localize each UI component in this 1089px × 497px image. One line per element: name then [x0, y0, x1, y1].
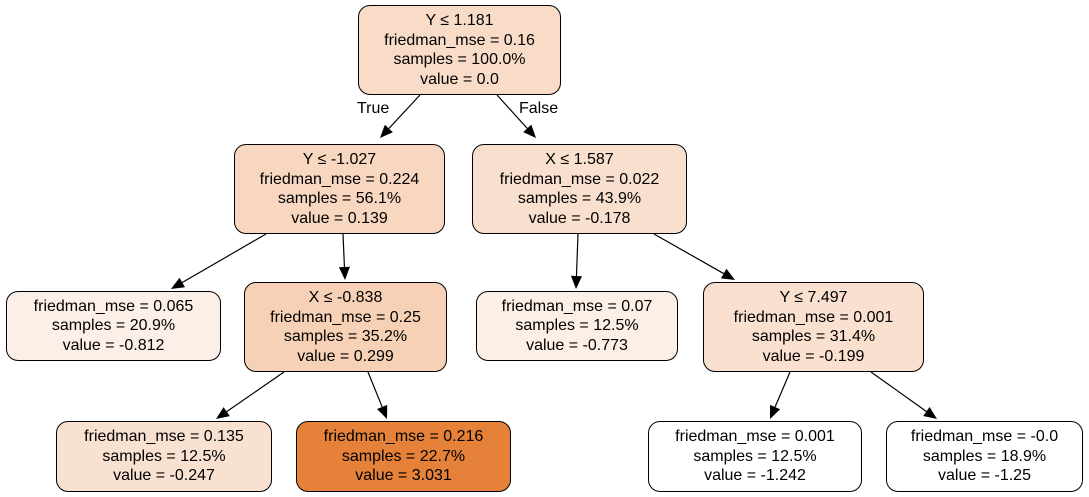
node-value: value = -0.199 [762, 347, 865, 365]
node-mse: friedman_mse = 0.001 [733, 308, 894, 326]
edge-arrowhead [377, 404, 388, 419]
node-split: X ≤ -0.838 [308, 289, 383, 306]
tree-leaf: friedman_mse = 0.135 samples = 12.5% val… [56, 421, 272, 492]
edge-line [367, 371, 383, 408]
node-value: value = -0.247 [113, 467, 215, 485]
node-mse: friedman_mse = 0.216 [323, 428, 484, 446]
node-samples: samples = 31.4% [751, 328, 876, 345]
edge-line [496, 94, 528, 129]
node-samples: samples = 12.5% [515, 317, 639, 335]
tree-node-y-le-neg1-027: Y ≤ -1.027 friedman_mse = 0.224 samples … [234, 144, 445, 234]
node-mse: friedman_mse = 0.07 [501, 297, 653, 315]
tree-leaf: friedman_mse = 0.001 samples = 12.5% val… [648, 421, 862, 492]
node-mse: friedman_mse = 0.135 [84, 428, 244, 446]
edge-arrowhead [380, 124, 393, 138]
tree-leaf: friedman_mse = 0.07 samples = 12.5% valu… [476, 291, 678, 361]
edge-line [342, 233, 346, 268]
node-samples: samples = 22.7% [341, 447, 466, 465]
node-samples: samples = 20.9% [51, 317, 176, 335]
tree-leaf: friedman_mse = -0.0 samples = 18.9% valu… [886, 421, 1083, 492]
edge-line [575, 233, 579, 277]
node-value: value = -1.242 [704, 467, 806, 485]
node-mse: friedman_mse = 0.001 [675, 428, 835, 446]
tree-node-x-le-1-587: X ≤ 1.587 friedman_mse = 0.022 samples =… [472, 144, 687, 234]
node-mse: friedman_mse = 0.022 [499, 170, 660, 188]
node-value: value = -0.773 [526, 336, 628, 354]
edge-line [181, 233, 267, 284]
node-value: value = 3.031 [355, 467, 452, 485]
edge-arrowhead [338, 266, 350, 280]
node-samples: samples = 18.9% [922, 447, 1047, 465]
node-value: value = -0.178 [528, 209, 631, 227]
tree-leaf: friedman_mse = 0.065 samples = 20.9% val… [6, 291, 221, 361]
tree-node-y-le-7-497: Y ≤ 7.497 friedman_mse = 0.001 samples =… [703, 282, 924, 372]
node-value: value = -0.812 [62, 336, 165, 354]
node-mse: friedman_mse = 0.16 [384, 31, 535, 49]
node-mse: friedman_mse = 0.224 [259, 170, 420, 188]
edge-line [774, 371, 791, 408]
edge-line [388, 94, 421, 129]
node-split: Y ≤ -1.027 [302, 151, 377, 168]
node-value: value = 0.299 [297, 347, 394, 365]
edge-label-true: True [357, 100, 390, 117]
edge-line [226, 371, 285, 413]
node-samples: samples = 100.0% [393, 51, 526, 68]
edge-arrowhead [523, 124, 536, 138]
tree-node-root: Y ≤ 1.181 friedman_mse = 0.16 samples = … [358, 5, 561, 95]
node-split: X ≤ 1.587 [545, 151, 614, 168]
edge-arrowhead [216, 407, 230, 419]
edge-label-false: False [519, 100, 559, 117]
node-mse: friedman_mse = -0.0 [910, 428, 1059, 446]
node-split: Y ≤ 7.497 [779, 289, 848, 306]
node-samples: samples = 12.5% [102, 447, 226, 465]
node-split: Y ≤ 1.181 [425, 12, 494, 29]
node-value: value = 0.139 [291, 209, 388, 227]
edge-arrowhead [923, 406, 937, 419]
edge-arrowhead [570, 275, 582, 289]
node-mse: friedman_mse = 0.25 [270, 308, 421, 326]
node-samples: samples = 56.1% [277, 190, 402, 207]
node-samples: samples = 12.5% [693, 447, 817, 465]
edge-line [653, 233, 724, 275]
edge-arrowhead [171, 277, 186, 289]
node-samples: samples = 43.9% [517, 190, 642, 207]
edge-arrowhead [720, 268, 735, 280]
tree-leaf-highlight: friedman_mse = 0.216 samples = 22.7% val… [296, 421, 511, 492]
node-value: value = -1.25 [938, 467, 1031, 485]
edge-arrowhead [770, 404, 781, 419]
node-samples: samples = 35.2% [283, 328, 408, 345]
node-mse: friedman_mse = 0.065 [33, 297, 194, 315]
edge-line [870, 371, 927, 412]
node-value: value = 0.0 [420, 70, 499, 88]
tree-node-x-le-neg0-838: X ≤ -0.838 friedman_mse = 0.25 samples =… [244, 282, 447, 372]
